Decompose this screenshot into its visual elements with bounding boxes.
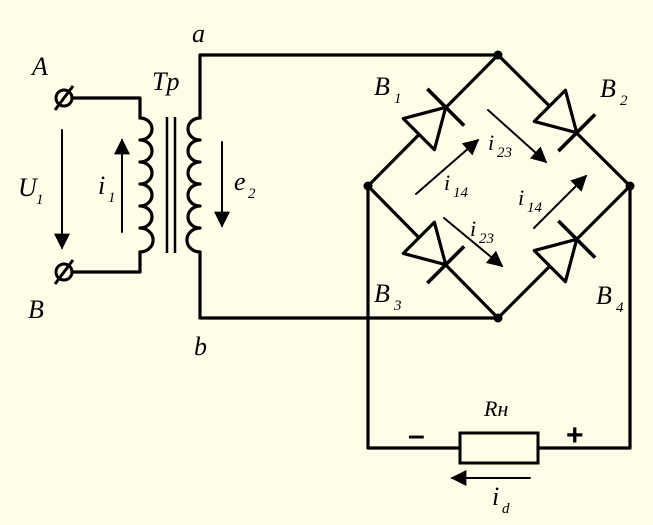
diode-b4-label: B: [596, 281, 612, 310]
i23-bottom-arrow: [443, 217, 504, 268]
id-label: i: [492, 482, 499, 511]
secondary-top-wire: [198, 53, 500, 120]
primary-bottom-wire: [70, 250, 142, 274]
i1-sub: 1: [108, 190, 116, 206]
i14-left-arrow: [415, 138, 480, 195]
diode-b4-symbol: [532, 219, 597, 284]
e2-label: e: [234, 167, 246, 196]
i14-right-arrow: [533, 174, 588, 229]
diode-b1-symbol: [401, 87, 466, 152]
arrows: [54, 109, 588, 486]
secondary-coil: [185, 116, 202, 254]
i23-top-sub: 23: [497, 145, 512, 161]
u1-label: U: [18, 173, 39, 202]
diode-b1-label: B: [374, 72, 390, 101]
bridge: [363, 50, 635, 323]
diode-b2-symbol: [532, 88, 597, 153]
load-label: Rн: [483, 396, 508, 421]
secondary-bottom-wire: [198, 250, 500, 320]
e2-sub: 2: [248, 186, 256, 202]
transformer-core: [165, 117, 177, 253]
node-b-label: b: [194, 332, 207, 361]
i23-bottom-sub: 23: [479, 231, 494, 247]
load-resistor: [458, 431, 540, 465]
load-left-wire: [366, 184, 462, 450]
load-right-wire: [536, 184, 632, 450]
i14-right-label: i: [518, 185, 524, 210]
terminal-b-label: B: [28, 295, 44, 324]
diode-b1-sub: 1: [394, 91, 402, 107]
primary-circuit: [53, 85, 155, 285]
diode-b2-sub: 2: [620, 93, 628, 109]
transformer-label: Tp: [152, 67, 179, 96]
u1-sub: 1: [36, 192, 44, 208]
i23-top-label: i: [488, 130, 494, 155]
load-circuit: [366, 184, 632, 465]
i1-label: i: [98, 171, 105, 200]
i23-top-arrow: [487, 109, 548, 164]
node-a-label: a: [192, 19, 205, 48]
minus-sign: –: [408, 419, 425, 452]
plus-sign: +: [566, 419, 584, 452]
i14-right-sub: 14: [527, 200, 543, 216]
i23-bottom-label: i: [470, 216, 476, 241]
i14-left-sub: 14: [453, 185, 469, 201]
diode-b2-label: B: [600, 74, 616, 103]
secondary-circuit: [185, 53, 500, 320]
diode-b3-sub: 3: [393, 298, 402, 314]
diode-b3-symbol: [401, 220, 466, 285]
terminal-b-slash: [53, 259, 75, 285]
diode-b4-sub: 4: [616, 300, 624, 316]
node-bottom: [493, 313, 503, 323]
primary-top-wire: [70, 96, 142, 120]
node-top: [493, 50, 503, 60]
diode-b3-label: B: [374, 279, 390, 308]
terminal-a-label: A: [30, 52, 48, 81]
primary-coil: [138, 116, 155, 254]
labels: a b A B Tp U 1 i 1 e 2 B 1 B 2 B 3 B 4 i…: [18, 19, 628, 517]
id-sub: d: [502, 501, 510, 517]
i14-left-label: i: [444, 170, 450, 195]
terminal-a-slash: [53, 85, 75, 111]
